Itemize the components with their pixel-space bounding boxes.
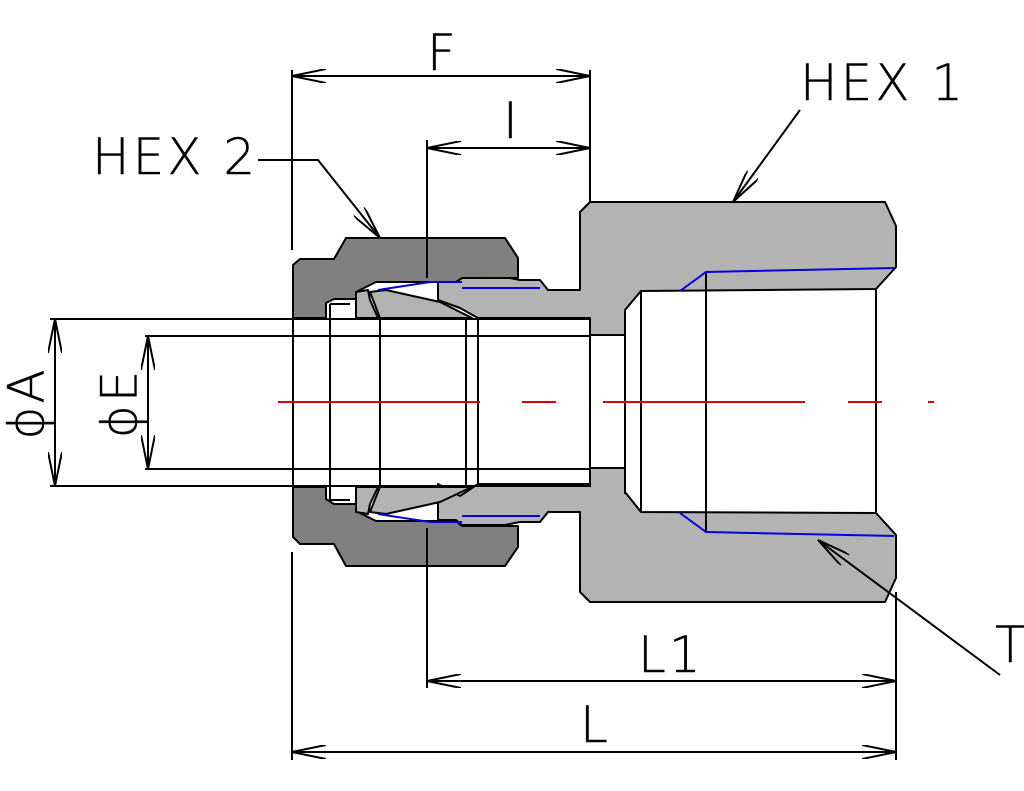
label-f: F — [427, 24, 459, 82]
dimensions — [50, 70, 1001, 760]
thread-lines — [377, 267, 895, 537]
front-ferrule-lower — [369, 486, 473, 515]
label-hex1: HEX 1 — [800, 54, 967, 112]
leader-hex1 — [733, 109, 801, 202]
front-ferrule-upper — [369, 289, 473, 319]
label-l: L — [580, 696, 611, 754]
label-diameter-a: ϕA — [0, 366, 56, 440]
leader-hex2 — [258, 159, 380, 238]
ferrules — [355, 289, 473, 515]
nut-lower — [292, 486, 519, 567]
label-l1: L1 — [638, 626, 704, 684]
leader-t — [818, 540, 1001, 676]
label-t: T — [995, 616, 1024, 674]
nut-upper — [292, 237, 519, 319]
label-hex2: HEX 2 — [92, 128, 259, 186]
label-i: I — [503, 92, 521, 150]
label-diameter-e: ϕE — [90, 367, 149, 439]
nut-part — [292, 237, 519, 567]
